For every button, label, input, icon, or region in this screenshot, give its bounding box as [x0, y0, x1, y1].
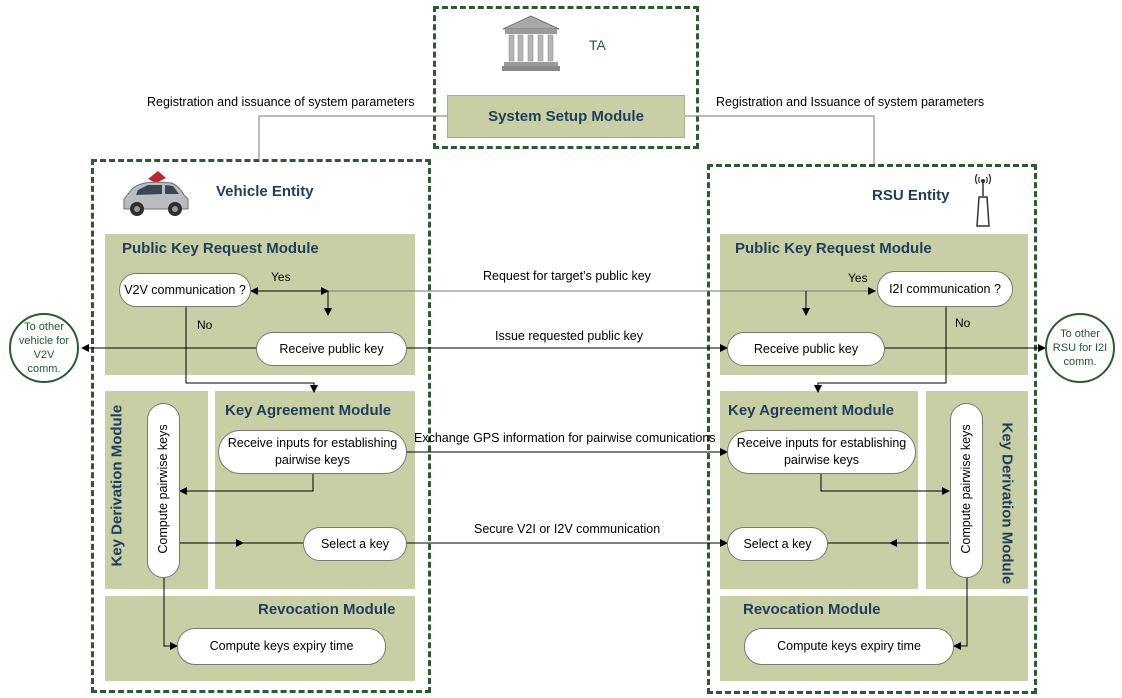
system-setup-module-title: System Setup Module — [488, 108, 644, 125]
system-setup-module: System Setup Module — [447, 95, 685, 138]
vehicle-receive-inputs: Receive inputs for establishing pairwise… — [218, 430, 407, 474]
rsu-select-key: Select a key — [727, 527, 828, 561]
rsu-compute-expiry: Compute keys expiry time — [744, 628, 954, 665]
vehicle-pkr-title: Public Key Request Module — [122, 240, 319, 257]
rsu-entity-title: RSU Entity — [872, 187, 950, 204]
registration-left-label: Registration and issuance of system para… — [147, 95, 415, 109]
ta-label: TA — [589, 37, 606, 53]
rsu-entity-frame — [707, 164, 1037, 694]
rsu-kam-title: Key Agreement Module — [728, 402, 895, 419]
vehicle-entity-frame — [91, 159, 431, 693]
rsu-rev-title: Revocation Module — [743, 601, 881, 618]
rsu-no-label: No — [955, 316, 971, 330]
rsu-i2i-decision: I2I communication ? — [877, 271, 1013, 307]
car-icon — [118, 169, 192, 219]
vehicle-compute-expiry: Compute keys expiry time — [177, 628, 386, 665]
gps-exchange-label: Exchange GPS information for pairwise co… — [414, 431, 716, 445]
external-rsu-circle: To other RSU for I2I comm. — [1045, 313, 1115, 383]
vehicle-yes-label: Yes — [271, 270, 291, 284]
issue-public-key-label: Issue requested public key — [495, 329, 644, 343]
rsu-receive-inputs: Receive inputs for establishing pairwise… — [727, 430, 916, 474]
vehicle-no-label: No — [197, 318, 213, 332]
rsu-receive-public-key: Receive public key — [727, 332, 885, 366]
rsu-compute-pairwise-keys: Compute pairwise keys — [950, 403, 983, 578]
ta-building-icon — [501, 14, 561, 72]
vehicle-compute-pairwise-keys: Compute pairwise keys — [147, 403, 180, 578]
vehicle-kam-title: Key Agreement Module — [225, 402, 392, 419]
rsu-pkr-title: Public Key Request Module — [735, 240, 932, 257]
rsu-compute-pairwise-keys-text: Compute pairwise keys — [959, 424, 973, 554]
ta-frame — [433, 6, 699, 149]
external-vehicle-circle: To other vehicle for V2V comm. — [9, 313, 79, 383]
vehicle-compute-pairwise-keys-text: Compute pairwise keys — [156, 424, 170, 554]
vehicle-select-key: Select a key — [303, 527, 407, 561]
vehicle-entity-title: Vehicle Entity — [216, 183, 314, 200]
rsu-yes-label: Yes — [848, 271, 868, 285]
vehicle-receive-public-key: Receive public key — [256, 332, 407, 366]
request-public-key-label: Request for target’s public key — [483, 269, 651, 283]
registration-right-label: Registration and Issuance of system para… — [716, 95, 985, 109]
vehicle-v2v-decision: V2V communication ? — [119, 273, 251, 307]
vehicle-rev-title: Revocation Module — [258, 601, 396, 618]
antenna-icon — [968, 173, 998, 230]
secure-communication-label: Secure V2I or I2V communication — [474, 522, 661, 536]
